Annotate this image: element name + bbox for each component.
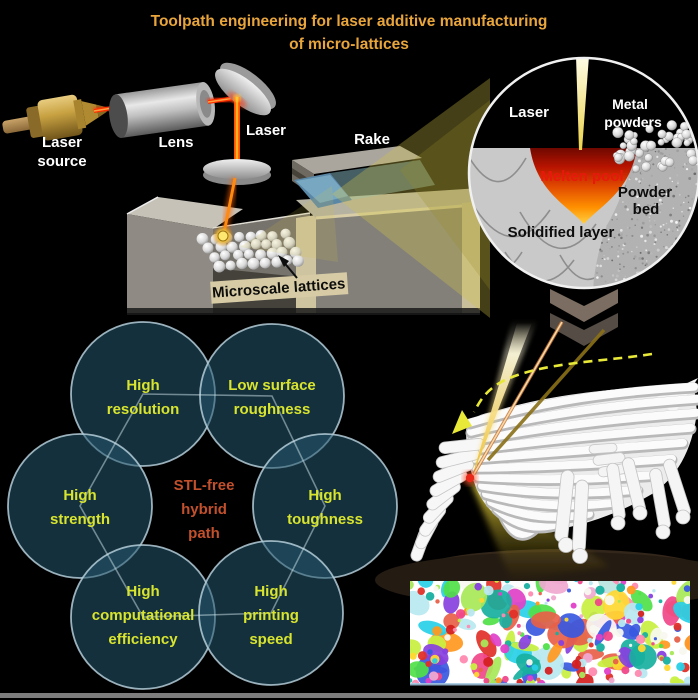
venn-labels: High resolution Low surface roughness Hi…	[50, 377, 363, 648]
printed-shell-scene	[375, 320, 698, 686]
melt-dot	[465, 473, 475, 483]
down-chevrons-icon	[550, 289, 618, 346]
venn-center-line-1: STL-free	[174, 477, 235, 494]
inset-laser-label: Laser	[509, 104, 549, 121]
powder-bed-label-2: bed	[633, 201, 660, 218]
rake	[292, 146, 435, 208]
shell-neck-stack	[410, 438, 486, 562]
title-line-2: of micro-lattices	[289, 36, 409, 53]
lattices-pointer-arrow	[278, 255, 289, 267]
venn-label: resolution	[107, 401, 180, 418]
venn-label: High	[126, 583, 159, 600]
venn-diagram: High resolution Low surface roughness Hi…	[7, 321, 398, 690]
laser-source	[2, 94, 107, 141]
metal-powders-label-2: powders	[604, 114, 662, 130]
venn-label: efficiency	[108, 631, 178, 648]
solidified-layer-label: Solidified layer	[508, 224, 615, 241]
lens	[109, 82, 215, 138]
venn-hexagon-lines	[79, 393, 326, 618]
metal-powders	[612, 120, 698, 173]
title-line-1: Toolpath engineering for laser additive …	[151, 13, 548, 30]
melt-pool	[530, 148, 637, 224]
laser-beam-vertical	[230, 94, 244, 166]
venn-label: High	[126, 377, 159, 394]
rake-label: Rake	[354, 131, 390, 148]
venn-label: speed	[249, 631, 292, 648]
bottom-bar	[0, 693, 698, 698]
venn-center-line-2: hybrid	[181, 501, 227, 518]
venn-center-label: STL-free hybrid path	[174, 477, 235, 542]
ebsd-map	[410, 581, 690, 686]
venn-label: printing	[243, 607, 299, 624]
scan-lens	[203, 159, 271, 185]
focused-beam	[212, 177, 239, 247]
venn-label: High	[254, 583, 287, 600]
toolpath-arrow	[452, 352, 653, 434]
inset-border	[467, 56, 698, 290]
venn-center-line-3: path	[188, 525, 220, 542]
powder-bed-label-1: Powder	[618, 184, 672, 201]
title: Toolpath engineering for laser additive …	[151, 13, 548, 53]
venn-label: strength	[50, 511, 110, 528]
venn-label: toughness	[287, 511, 363, 528]
venn-label: High	[63, 487, 96, 504]
inset-laser-beam	[576, 58, 589, 150]
melt-pool-label: Melten pool	[540, 168, 623, 185]
shell-legs	[554, 457, 691, 564]
laser-beam-label: Laser	[246, 122, 286, 139]
laser-source-label-2: source	[37, 153, 86, 170]
metal-powders-label-1: Metal	[612, 96, 648, 112]
venn-label: Low surface	[228, 377, 316, 394]
arrowhead-icon	[452, 410, 472, 434]
lens-label: Lens	[158, 134, 193, 151]
laser-rays	[472, 320, 606, 478]
venn-label: roughness	[234, 401, 311, 418]
laser-source-label-1: Laser	[42, 134, 82, 151]
venn-label: computational	[92, 607, 195, 624]
venn-label: High	[308, 487, 341, 504]
ebsd-bottom-edge	[410, 683, 690, 686]
magnifier-cone	[240, 78, 490, 318]
